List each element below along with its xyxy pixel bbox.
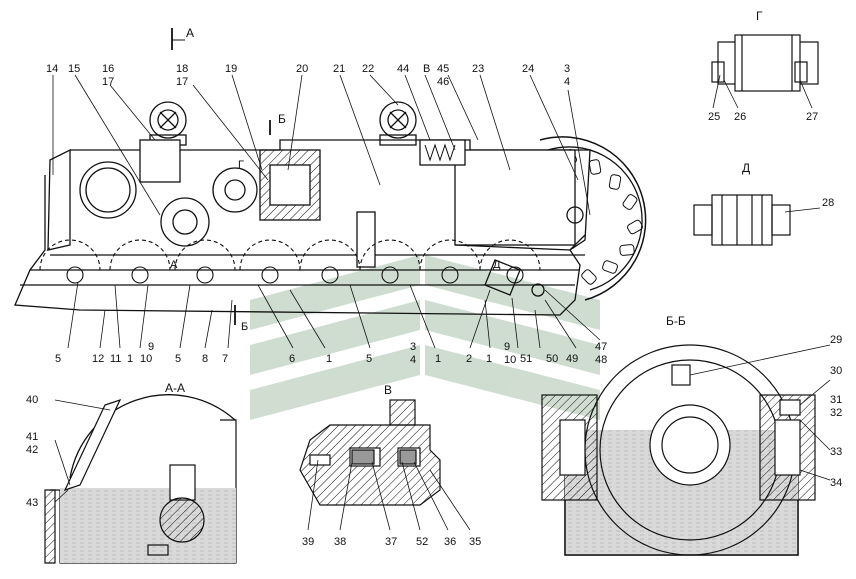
callout-33: 33 xyxy=(830,446,842,458)
callout-17a: 17 xyxy=(102,76,114,88)
section-mark-b: Б xyxy=(278,112,286,126)
callout-21: 21 xyxy=(333,63,345,75)
callout-26: 26 xyxy=(734,111,746,123)
callout-7: 7 xyxy=(222,353,228,365)
callout-47: 47 xyxy=(595,341,607,353)
callout-44: 44 xyxy=(397,63,409,75)
callout-4b: 4 xyxy=(410,354,416,366)
section-mark-v: В xyxy=(423,63,430,75)
callout-25: 25 xyxy=(708,111,720,123)
callout-51: 51 xyxy=(520,353,532,365)
callout-34: 34 xyxy=(830,477,842,489)
view-title-v: В xyxy=(384,383,392,397)
callout-49: 49 xyxy=(566,353,578,365)
callout-37: 37 xyxy=(385,536,397,548)
callout-4: 4 xyxy=(564,76,570,88)
callout-1a: 1 xyxy=(127,353,133,365)
view-title-bb: Б-Б xyxy=(666,314,686,328)
section-bb xyxy=(541,344,831,556)
section-mark-a: А xyxy=(186,26,194,40)
section-mark-b-lower: Б xyxy=(241,321,248,333)
callout-36: 36 xyxy=(444,536,456,548)
section-mark-g: Г xyxy=(238,159,244,171)
callout-2: 2 xyxy=(466,353,472,365)
callout-35: 35 xyxy=(469,536,481,548)
section-aa xyxy=(44,394,237,564)
callout-12: 12 xyxy=(92,353,104,365)
view-g xyxy=(711,34,819,109)
callout-9a: 9 xyxy=(148,341,154,353)
view-title-aa: А-А xyxy=(165,381,185,395)
callout-15: 15 xyxy=(68,63,80,75)
callout-45: 45 xyxy=(437,63,449,75)
view-title-d: Д xyxy=(742,161,750,175)
callout-27: 27 xyxy=(806,111,818,123)
section-mark-d: Д xyxy=(493,259,501,271)
section-mark-a-lower: А xyxy=(170,259,178,271)
callout-20: 20 xyxy=(296,63,308,75)
callout-14: 14 xyxy=(46,63,58,75)
callout-42: 42 xyxy=(26,444,38,456)
callout-5b: 5 xyxy=(175,353,181,365)
callout-32: 32 xyxy=(830,407,842,419)
section-v xyxy=(299,399,471,531)
callout-50: 50 xyxy=(546,353,558,365)
callout-52: 52 xyxy=(416,536,428,548)
callout-19: 19 xyxy=(225,63,237,75)
callout-23: 23 xyxy=(472,63,484,75)
callout-17b: 17 xyxy=(176,76,188,88)
watermark-logo xyxy=(250,255,600,420)
callout-43: 43 xyxy=(26,497,38,509)
idler-teeth xyxy=(562,149,643,285)
callout-10a: 10 xyxy=(140,353,152,365)
callout-28: 28 xyxy=(822,197,834,209)
callout-numbers: 14 15 16 17 18 17 19 20 21 22 44 45 46 2… xyxy=(26,63,842,548)
callout-38: 38 xyxy=(334,536,346,548)
callout-46: 46 xyxy=(437,76,449,88)
callout-29: 29 xyxy=(830,334,842,346)
callout-1d: 1 xyxy=(486,353,492,365)
callout-1b: 1 xyxy=(326,353,332,365)
callout-5c: 5 xyxy=(366,353,372,365)
callout-24: 24 xyxy=(522,63,534,75)
callout-40: 40 xyxy=(26,394,38,406)
callout-41: 41 xyxy=(26,431,38,443)
main-view-leaders xyxy=(52,74,601,349)
view-d xyxy=(693,194,821,246)
callout-31: 31 xyxy=(830,394,842,406)
callout-3: 3 xyxy=(564,63,570,75)
upper-roller-left xyxy=(149,101,187,146)
upper-roller-right xyxy=(379,101,417,146)
callout-5a: 5 xyxy=(55,353,61,365)
callout-8: 8 xyxy=(202,353,208,365)
callout-1c: 1 xyxy=(435,353,441,365)
callout-9b: 9 xyxy=(504,341,510,353)
callout-18: 18 xyxy=(176,63,188,75)
callout-3b: 3 xyxy=(410,341,416,353)
callout-22: 22 xyxy=(362,63,374,75)
callout-6: 6 xyxy=(289,353,295,365)
callout-48: 48 xyxy=(595,354,607,366)
callout-10b: 10 xyxy=(504,354,516,366)
callout-30: 30 xyxy=(830,365,842,377)
callout-39: 39 xyxy=(302,536,314,548)
main-side-view xyxy=(14,28,647,325)
callout-11: 11 xyxy=(110,353,121,365)
callout-16: 16 xyxy=(102,63,114,75)
view-title-g: Г xyxy=(756,9,763,23)
